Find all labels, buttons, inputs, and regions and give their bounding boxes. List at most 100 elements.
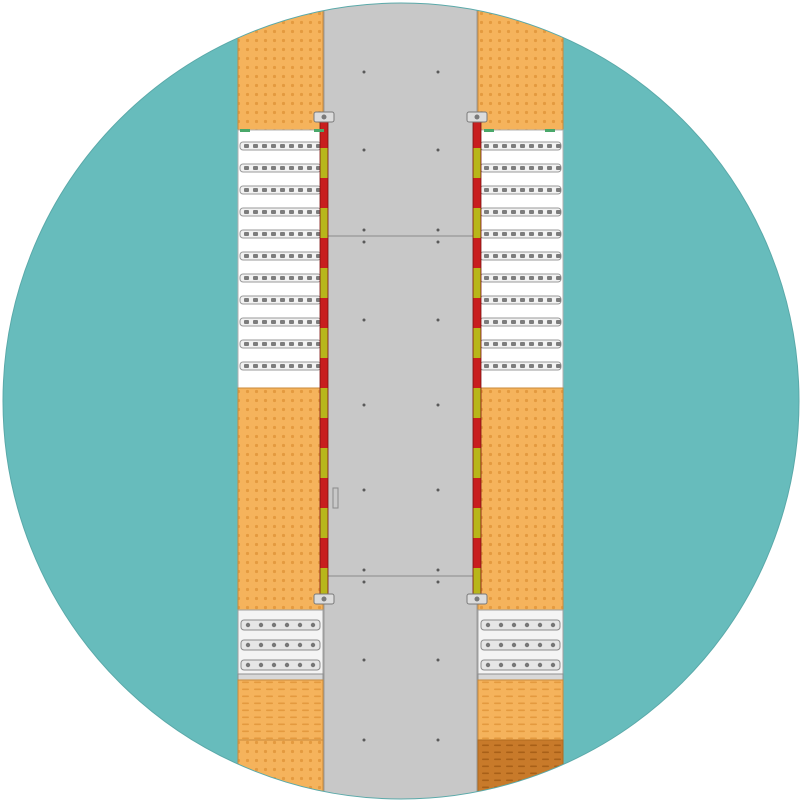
roller-wheel xyxy=(280,232,285,236)
roller-wheel xyxy=(280,320,285,324)
module-roller-hub xyxy=(537,622,543,628)
roller-wheel xyxy=(289,298,294,302)
roller-wheel xyxy=(529,342,534,346)
rail-segment xyxy=(473,568,481,598)
module-roller-hub xyxy=(485,622,491,628)
rail-segment xyxy=(320,148,328,178)
roller-wheel xyxy=(556,166,561,170)
roller-row xyxy=(479,317,562,327)
roller-wheel xyxy=(289,232,294,236)
rail-segment xyxy=(320,478,328,508)
roller-row xyxy=(479,295,562,305)
rail-segment xyxy=(320,418,328,448)
roller-wheel xyxy=(253,298,258,302)
bolt-dot-icon xyxy=(436,580,440,584)
roller-wheel xyxy=(280,342,285,346)
roller-wheel xyxy=(289,364,294,368)
rail-segment xyxy=(320,238,328,268)
bolt-dot-icon xyxy=(362,240,366,244)
roller-wheel xyxy=(484,210,489,214)
roller-wheel xyxy=(262,342,267,346)
roller-wheel xyxy=(547,232,552,236)
roller-wheel xyxy=(484,298,489,302)
roller-module-left xyxy=(237,609,324,681)
rail-segment xyxy=(320,388,328,418)
roller-wheel xyxy=(538,254,543,258)
roller-wheel xyxy=(547,364,552,368)
roller-wheel xyxy=(262,320,267,324)
roller-wheel xyxy=(556,232,561,236)
roller-wheel xyxy=(520,342,525,346)
roller-wheel xyxy=(298,342,303,346)
roller-wheel xyxy=(520,364,525,368)
roller-wheel xyxy=(538,210,543,214)
roller-wheel xyxy=(493,144,498,148)
roller-wheel xyxy=(271,254,276,258)
module-roller-hub xyxy=(498,622,504,628)
rail-segment xyxy=(320,358,328,388)
roller-row xyxy=(479,141,562,151)
module-roller xyxy=(480,639,561,651)
bolt-dot-icon xyxy=(436,240,440,244)
roller-wheel xyxy=(556,188,561,192)
roller-wheel xyxy=(307,276,312,280)
roller-wheel xyxy=(262,298,267,302)
rail-segment xyxy=(473,538,481,568)
module-roller-hub xyxy=(310,662,316,668)
roller-wheel xyxy=(307,144,312,148)
roller-row xyxy=(239,141,322,151)
roller-row xyxy=(479,163,562,173)
rail-segment xyxy=(473,238,481,268)
roller-wheel xyxy=(484,166,489,170)
guard-rail-right xyxy=(466,111,488,605)
module-roller xyxy=(480,619,561,631)
bolt-dot-icon xyxy=(362,318,366,322)
rail-segment xyxy=(473,508,481,538)
roller-wheel xyxy=(484,144,489,148)
roller-wheel xyxy=(511,364,516,368)
bottom-tread-panel-left xyxy=(237,739,324,799)
bolt-dot-icon xyxy=(362,658,366,662)
module-roller-hub xyxy=(511,622,517,628)
rail-segment xyxy=(473,298,481,328)
roller-wheel xyxy=(244,166,249,170)
module-roller-hub xyxy=(550,642,556,648)
roller-row xyxy=(479,207,562,217)
bolt-dot-icon xyxy=(436,403,440,407)
roller-wheel xyxy=(502,144,507,148)
roller-wheel xyxy=(529,320,534,324)
roller-wheel xyxy=(244,144,249,148)
roller-wheel xyxy=(298,144,303,148)
central-walkway xyxy=(323,3,478,799)
module-roller-hub xyxy=(550,662,556,668)
roller-wheel xyxy=(556,342,561,346)
roller-wheel xyxy=(289,276,294,280)
roller-row xyxy=(239,229,322,239)
roller-wheel xyxy=(289,210,294,214)
module-roller-hub xyxy=(284,622,290,628)
roller-row xyxy=(239,163,322,173)
roller-wheel xyxy=(547,320,552,324)
roller-wheel xyxy=(538,342,543,346)
module-roller-hub xyxy=(271,642,277,648)
rail-segment xyxy=(473,448,481,478)
rail-segment xyxy=(320,508,328,538)
bracket-bolt xyxy=(474,596,480,602)
roller-wheel xyxy=(271,298,276,302)
module-roller xyxy=(240,659,321,671)
roller-wheel xyxy=(520,210,525,214)
rail-segment xyxy=(473,208,481,238)
bolt-dot-icon xyxy=(362,738,366,742)
roller-wheel xyxy=(307,364,312,368)
roller-wheel xyxy=(253,276,258,280)
bolt-dot-icon xyxy=(436,738,440,742)
roller-wheel xyxy=(520,254,525,258)
rail-segment xyxy=(320,208,328,238)
roller-wheel xyxy=(493,342,498,346)
roller-wheel xyxy=(538,320,543,324)
roller-wheel xyxy=(511,166,516,170)
bolt-dot-icon xyxy=(362,228,366,232)
module-roller-hub xyxy=(537,642,543,648)
module-roller-hub xyxy=(511,662,517,668)
